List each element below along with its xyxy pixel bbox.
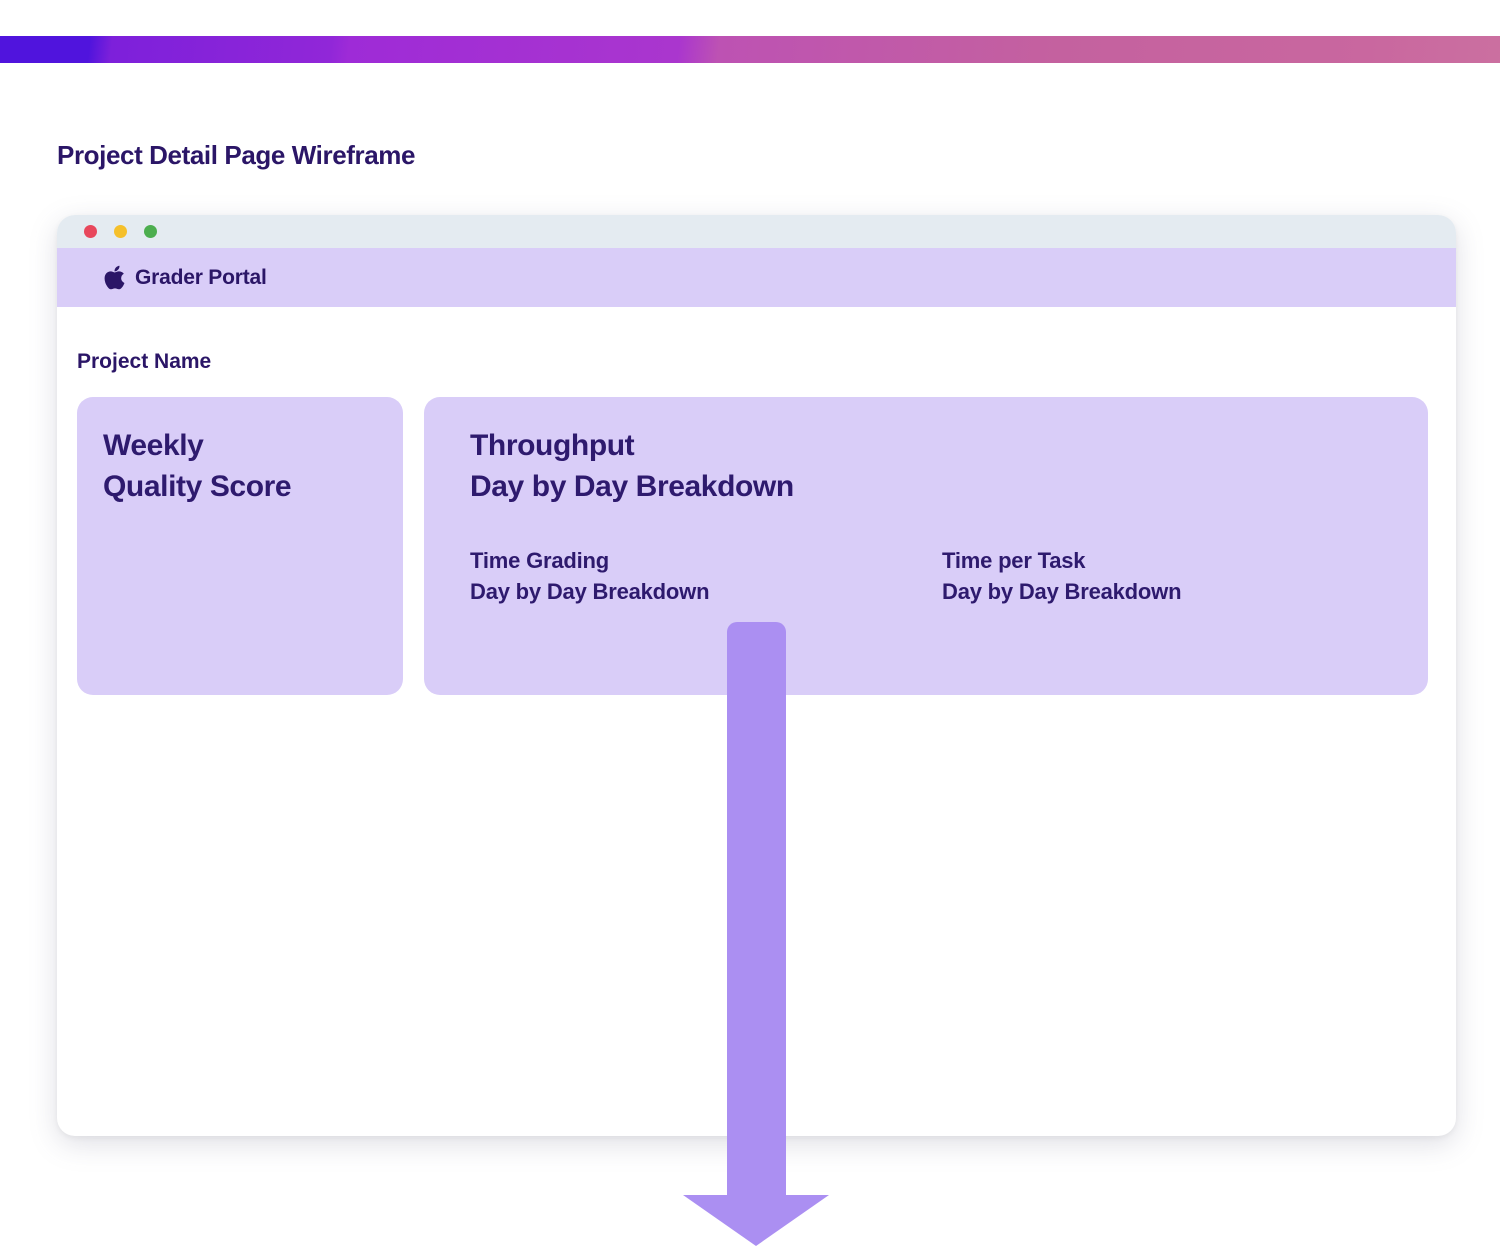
section-label-line2: Day by Day Breakdown xyxy=(470,579,710,604)
section-label-line2: Day by Day Breakdown xyxy=(942,579,1182,604)
card-title-line2: Day by Day Breakdown xyxy=(470,470,794,503)
section-label-line1: Time Grading xyxy=(470,548,609,573)
zoom-button-icon[interactable] xyxy=(144,225,157,238)
app-title: Grader Portal xyxy=(135,265,267,289)
section-time-grading: Time Grading Day by Day Breakdown xyxy=(470,545,710,607)
card-weekly-quality-score: Weekly Quality Score xyxy=(77,397,403,695)
section-time-per-task: Time per Task Day by Day Breakdown xyxy=(942,545,1182,607)
project-name-heading: Project Name xyxy=(77,350,212,373)
close-button-icon[interactable] xyxy=(84,225,97,238)
card-title-line1: Throughput xyxy=(470,429,635,462)
down-arrow-head-icon xyxy=(683,1195,829,1246)
window-titlebar xyxy=(57,215,1456,248)
apple-icon xyxy=(103,264,126,291)
card-title: Throughput Day by Day Breakdown xyxy=(470,425,1428,507)
card-title-line1: Weekly xyxy=(103,429,204,462)
app-header: Grader Portal xyxy=(57,248,1456,307)
minimize-button-icon[interactable] xyxy=(114,225,127,238)
card-throughput-breakdown: Throughput Day by Day Breakdown Time Gra… xyxy=(424,397,1428,695)
card-title: Weekly Quality Score xyxy=(103,425,403,507)
page-title: Project Detail Page Wireframe xyxy=(57,140,416,170)
top-gradient-bar xyxy=(0,36,1500,63)
section-label-line1: Time per Task xyxy=(942,548,1086,573)
card-title-line2: Quality Score xyxy=(103,470,292,503)
browser-window: Grader Portal Project Name Weekly Qualit… xyxy=(57,215,1456,1136)
down-arrow-shaft xyxy=(727,622,786,1196)
